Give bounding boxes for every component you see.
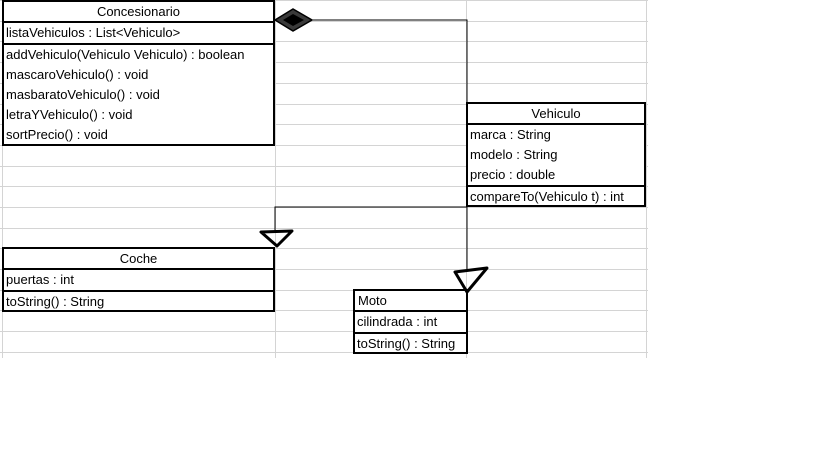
method-row: toString() : String [4, 290, 273, 312]
class-name: Coche [4, 249, 273, 270]
class-concesionario[interactable]: Concesionario listaVehiculos : List<Vehi… [2, 0, 275, 146]
attribute-row: cilindrada : int [357, 314, 438, 329]
attribute-row: puertas : int [6, 272, 74, 287]
class-moto[interactable]: Moto cilindrada : int toString() : Strin… [353, 289, 468, 354]
method-row: toString() : String [355, 332, 466, 354]
attribute-row: precio : double [470, 167, 556, 182]
attribute-row: marca : String [470, 127, 551, 142]
method-row: letraYVehiculo() : void [6, 107, 133, 122]
attribute-row: listaVehiculos : List<Vehiculo> [6, 25, 181, 40]
class-vehiculo[interactable]: Vehiculo marca : String modelo : String … [466, 102, 646, 207]
method-row: masbaratoVehiculo() : void [6, 87, 160, 102]
method-row: mascaroVehiculo() : void [6, 67, 149, 82]
class-name: Vehiculo [468, 104, 644, 125]
class-name: Moto [355, 291, 466, 312]
class-coche[interactable]: Coche puertas : int toString() : String [2, 247, 275, 312]
method-row: addVehiculo(Vehiculo Vehiculo) : boolean [4, 43, 273, 65]
method-row: sortPrecio() : void [6, 127, 108, 142]
attribute-row: modelo : String [470, 147, 558, 162]
method-row: compareTo(Vehiculo t) : int [468, 185, 644, 207]
class-name: Concesionario [4, 2, 273, 23]
